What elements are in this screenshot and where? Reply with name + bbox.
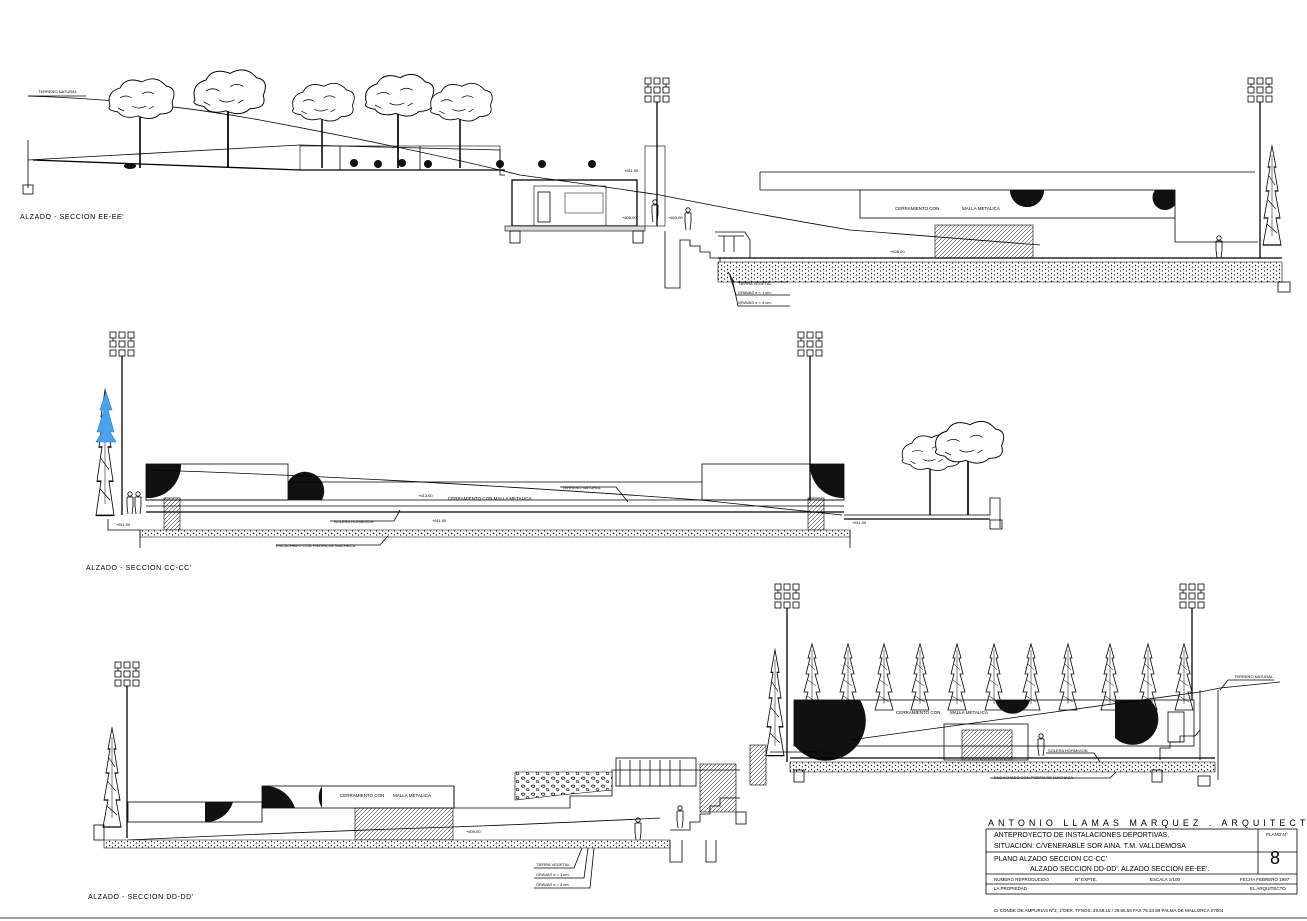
encachado-label-dd: ENCACHADO CON PIEDRA DE MACHACA: [994, 775, 1073, 780]
tierra-vegetal-label-dd: TIERRA VEGETAL: [536, 862, 570, 867]
door: [537, 191, 551, 223]
section-dd: CERRAMIENTO CON MALLA METALICA +609,00: [88, 583, 1281, 901]
numero-label: NUMERO REPRODUCIDO: [994, 877, 1050, 882]
plano-number: 8: [1270, 848, 1280, 868]
plano-number-label: PLANO Nº: [1266, 832, 1288, 837]
natural-terrain-line-ee: [27, 95, 1041, 246]
level-608-ee: +608,00: [622, 215, 637, 220]
project-name: ANTEPROYECTO DE INSTALACIONES DEPORTIVAS…: [994, 832, 1169, 839]
date-label: FECHA FEBRERO 1997: [1240, 877, 1290, 882]
level-609-dd: +609,00: [466, 829, 481, 834]
plano-title-2: ALZADO SECCION DD-DD'. ALZADO SECCION EE…: [1030, 866, 1209, 873]
malla-label-dd-a: MALLA METALICA: [393, 793, 431, 798]
section-ee: TERRENO NATURAL +611,00 +608,00 +: [20, 69, 1291, 307]
cerramiento-label-dd-b: CERRAMIENTO CON: [896, 710, 940, 715]
goal-net-ee: [934, 224, 1034, 259]
title-section-cc: ALZADO - SECCION CC-CC': [86, 565, 192, 572]
title-block: ANTONIO LLAMAS MARQUEZ . ARQUITECTO ANTE…: [0, 818, 1307, 919]
goal-net-dd-b: [961, 729, 1013, 761]
highlighted-cypress: [95, 391, 117, 443]
terreno-natural-label-ee: TERRENO NATURAL: [38, 89, 78, 94]
terreno-natural-label-dd: TERRENO NATURAL: [1234, 674, 1274, 679]
malla-label-ee: MALLA METALICA: [962, 206, 1000, 211]
title-section-dd: ALZADO - SECCION DD-DD': [88, 894, 194, 901]
level-609-ee: +609,00: [668, 215, 683, 220]
title-section-ee: ALZADO - SECCION EE-EE': [20, 214, 124, 221]
arquitecto-label: EL ARQUITECTO: [1250, 886, 1286, 891]
architect-name: ANTONIO LLAMAS MARQUEZ . ARQUITECTO: [988, 818, 1307, 828]
terreno-natural-label-cc: TERRENO NATURAL: [562, 485, 602, 490]
scale-label: ESCALA 1/100: [1150, 877, 1181, 882]
goal-net-dd-a: [354, 807, 454, 841]
level-608b-ee: +608,00: [890, 249, 905, 254]
slab-dd: [789, 761, 1216, 773]
cerramiento-label-ee: CERRAMIENTO CON: [895, 206, 939, 211]
slab-cc: [139, 529, 851, 538]
natural-terrain-line-cc: [149, 469, 843, 516]
level-613-cc: +613,00: [418, 493, 433, 498]
level-611b-cc: +611,00: [432, 518, 447, 523]
level-611-ee: +611,00: [624, 168, 639, 173]
tierra-vegetal-label-ee: TIERRA VEGETAL: [738, 281, 772, 286]
stone-wall: [514, 771, 613, 801]
gravas-1-label-ee: GRAVAS e = 1 cm.: [738, 290, 772, 295]
gravas-4-label-ee: GRAVAS e = 4 cm.: [738, 300, 772, 305]
solera-label-dd: SOLERA HORMIGON: [1048, 748, 1088, 753]
propiedad-label: LA PROPIEDAD: [994, 886, 1028, 891]
malla-label-dd-b: MALLA METALICA: [950, 710, 988, 715]
office-address: C/ CONDE DE AMPURIAS Nº2, 1ºDER. TFNOS. …: [994, 908, 1224, 913]
gravas-1-label-dd: GRAVAS e = 1 cm.: [536, 872, 570, 877]
pitch-ground-ee: [717, 261, 1283, 283]
section-cc: +611,00 +613,00 CERRAMIENTO CON MALLA ME…: [86, 331, 1005, 572]
expte-label: Nº EXPTE.: [1075, 877, 1097, 882]
project-situation: SITUACION: C/VENERABLE SOR AINA. T.M. VA…: [994, 843, 1186, 850]
building-section: [511, 179, 638, 227]
solera-label-cc: SOLERA HORMIGON: [334, 519, 374, 524]
encachado-label-cc: ENCACHADO CON PIEDRA DE MACHACA: [276, 543, 355, 548]
cerramiento-label-cc: CERRAMIENTO CON MALLA METALICA: [448, 496, 532, 501]
level-611a-cc: +611,00: [116, 522, 131, 527]
level-611c-cc: +611,00: [852, 520, 867, 525]
level-611-dd: +611,00: [822, 750, 837, 755]
plano-title-1: PLANO ALZADO SECCION CC-CC': [994, 856, 1107, 863]
gravas-4-label-dd: GRAVAS e = 4 cm.: [536, 882, 570, 887]
cerramiento-label-dd-a: CERRAMIENTO CON: [340, 793, 384, 798]
